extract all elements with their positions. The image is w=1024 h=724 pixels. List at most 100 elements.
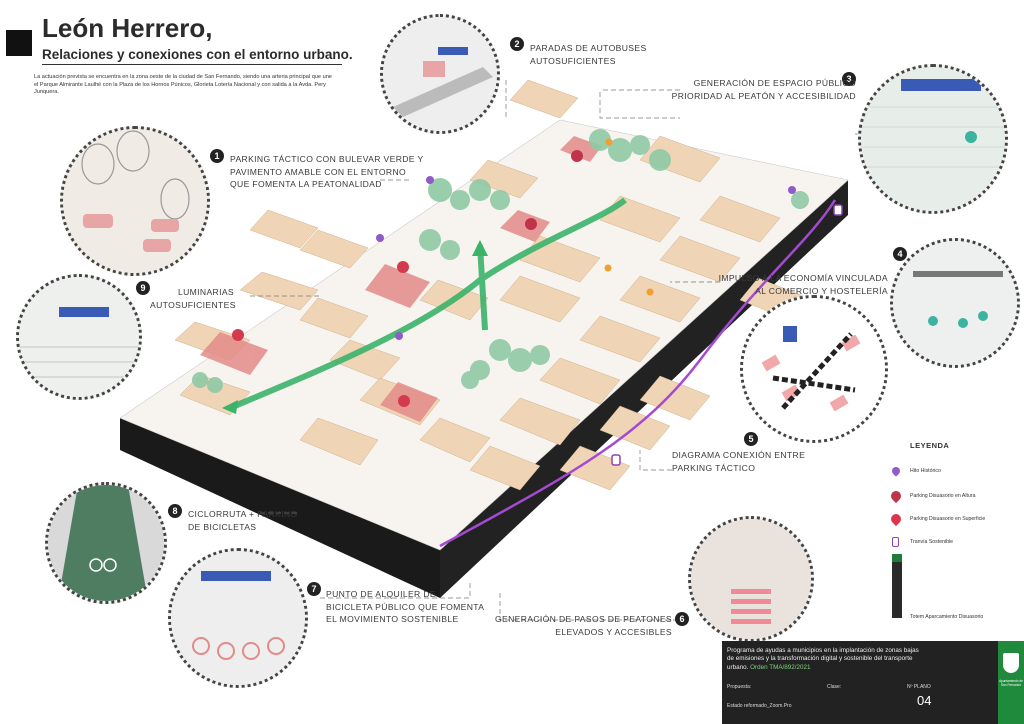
footer-panel: Programa de ayudas a municipios en la im… xyxy=(722,641,998,724)
callout-number-5: 5 xyxy=(744,432,758,446)
title-square xyxy=(6,30,32,56)
callout-6: GENERACIÓN DE PASOS DE PEATONES ELEVADOS… xyxy=(480,613,672,638)
footer-estado-label: Estado reformado_Zoom.Pro xyxy=(727,703,792,709)
callout-2-line: AUTOSUFICIENTES xyxy=(530,55,616,66)
callout-7-line: PUNTO DE ALQUILER DE xyxy=(326,589,436,599)
detail-circle-3-public-space xyxy=(858,64,1008,214)
leader-lines xyxy=(250,80,858,621)
callout-6-line: GENERACIÓN DE PASOS DE PEATONES xyxy=(494,614,672,624)
map-base-side xyxy=(120,418,440,598)
legend-title: LEYENDA xyxy=(910,441,950,450)
callout-number-1: 1 xyxy=(210,149,224,163)
landmark-pins xyxy=(376,176,796,340)
detail-circle-4-commerce xyxy=(890,238,1020,368)
legend: Hito Histórico Parking Disuasorio en Alt… xyxy=(888,465,1020,626)
page-subtitle: Relaciones y conexiones con el entorno u… xyxy=(42,47,353,62)
parking-height-pin-icon xyxy=(888,488,904,504)
callout-1-line: QUE FOMENTA LA PEATONALIDAD xyxy=(230,179,382,189)
detail-circle-9-lighting xyxy=(16,274,142,400)
callout-1-line: PARKING TÁCTICO CON BULEVAR VERDE Y xyxy=(230,154,424,164)
callout-4-line: AL COMERCIO Y HOSTELERÍA xyxy=(755,285,888,296)
parking-pin xyxy=(232,329,244,341)
landmark-pin xyxy=(426,176,434,184)
landmark-pin xyxy=(788,186,796,194)
callout-2: PARADAS DE AUTOBUSES AUTOSUFICIENTES xyxy=(530,42,647,67)
callout-7: PUNTO DE ALQUILER DE BICICLETA PÚBLICO Q… xyxy=(326,588,484,626)
callout-6-line: ELEVADOS Y ACCESIBLES xyxy=(555,626,672,637)
parking-pin xyxy=(571,150,583,162)
callout-number-7: 7 xyxy=(307,582,321,596)
detail-circle-5-connection-diagram xyxy=(740,295,888,443)
footer-clase-label: Clase: xyxy=(827,684,842,690)
callout-9-line: AUTOSUFICIENTES xyxy=(150,299,236,310)
footer-program: Programa de ayudas a municipios en la im… xyxy=(727,647,927,672)
title-divider xyxy=(42,64,342,65)
intro-paragraph: La actuación prevista se encuentra en la… xyxy=(34,74,332,96)
callout-8-line: CICLORRUTA + PARKING xyxy=(188,509,298,519)
tree-clusters xyxy=(192,129,809,393)
map-base-side-right xyxy=(440,180,848,598)
callout-number-2: 2 xyxy=(510,37,524,51)
green-axis xyxy=(228,197,627,411)
footer-program-text: Programa de ayudas a municipios en la im… xyxy=(727,647,919,671)
callout-number-6: 6 xyxy=(675,612,689,626)
detail-circle-2-bus-stops xyxy=(380,14,500,134)
tram-stop xyxy=(833,204,843,216)
footer-logo-caption: Ayuntamiento de San Fernando xyxy=(999,679,1023,687)
tram-icon xyxy=(892,537,899,547)
callout-9: LUMINARIAS AUTOSUFICIENTES xyxy=(150,286,236,311)
commerce-pin xyxy=(646,288,654,296)
footer-plano-label: Nº PLANO xyxy=(907,684,931,690)
callout-number-9: 9 xyxy=(136,281,150,295)
callout-3-line: PRIORIDAD AL PEATÓN Y ACCESIBILIDAD xyxy=(671,90,856,101)
callout-4: IMPULSO A LA ECONOMÍA VINCULADA AL COMER… xyxy=(690,272,888,297)
parking-pins xyxy=(232,150,583,407)
parking-pin xyxy=(525,218,537,230)
landmark-pin xyxy=(395,332,403,340)
callout-1-line: PAVIMENTO AMABLE CON EL ENTORNO xyxy=(230,166,407,177)
callout-5: DIAGRAMA CONEXIÓN ENTRE PARKING TÁCTICO xyxy=(672,449,805,474)
callout-4-line: IMPULSO A LA ECONOMÍA VINCULADA xyxy=(718,273,888,283)
green-axis-arrowhead-north xyxy=(472,240,488,256)
detail-circle-6-crosswalks xyxy=(688,516,814,642)
parking-totem-icon xyxy=(892,554,902,618)
callout-3: GENERACIÓN DE ESPACIO PÚBLICO PRIORIDAD … xyxy=(666,77,856,102)
legend-label: Hito Histórico xyxy=(910,468,941,474)
callout-5-line: PARKING TÁCTICO xyxy=(672,462,756,473)
callout-3-line: GENERACIÓN DE ESPACIO PÚBLICO xyxy=(693,78,856,88)
legend-label: Parking Disuasorio en Altura xyxy=(910,493,976,499)
legend-label: Tranvía Sostenible xyxy=(910,539,954,545)
detail-circle-7-bike-rental xyxy=(168,548,308,688)
tram-line xyxy=(439,199,837,548)
landmark-pin-icon xyxy=(890,465,902,477)
city-shield-icon xyxy=(1003,653,1019,673)
footer-logo-panel: Ayuntamiento de San Fernando xyxy=(998,641,1024,724)
callout-number-3: 3 xyxy=(842,72,856,86)
tram-stop xyxy=(611,454,621,466)
green-axis-arrowhead-west xyxy=(222,400,238,414)
callout-9-line: LUMINARIAS xyxy=(177,287,234,297)
legend-label: Parking Disuasorio en Superficie xyxy=(910,516,986,522)
callout-number-4: 4 xyxy=(893,247,907,261)
callout-7-line: EL MOVIMIENTO SOSTENIBLE xyxy=(326,614,459,624)
detail-circle-1-parking-boulevard xyxy=(60,126,210,276)
footer-propuesta-label: Propuesta: xyxy=(727,684,752,690)
callout-1: PARKING TÁCTICO CON BULEVAR VERDE Y PAVI… xyxy=(230,153,424,191)
footer-plano-value: 04 xyxy=(917,693,932,708)
legend-label: Totem Aparcamiento Disuasorio xyxy=(910,614,984,620)
tram-stops xyxy=(611,204,843,466)
callout-8: CICLORRUTA + PARKING DE BICICLETAS xyxy=(188,508,298,533)
callout-number-8: 8 xyxy=(168,504,182,518)
landmark-pin xyxy=(376,234,384,242)
parking-pin xyxy=(398,395,410,407)
callout-2-line: PARADAS DE AUTOBUSES xyxy=(530,43,647,53)
callout-5-line: DIAGRAMA CONEXIÓN ENTRE xyxy=(672,450,806,460)
footer-program-code: Orden TMA/892/2021 xyxy=(750,663,811,671)
commerce-pin xyxy=(605,138,613,146)
callout-7-line: BICICLETA PÚBLICO QUE FOMENTA xyxy=(326,601,485,612)
page-title: León Herrero, xyxy=(42,13,213,43)
commerce-pins xyxy=(604,138,654,296)
detail-circle-8-bike-lane xyxy=(45,482,167,604)
parking-surface-pin-icon xyxy=(888,511,904,527)
